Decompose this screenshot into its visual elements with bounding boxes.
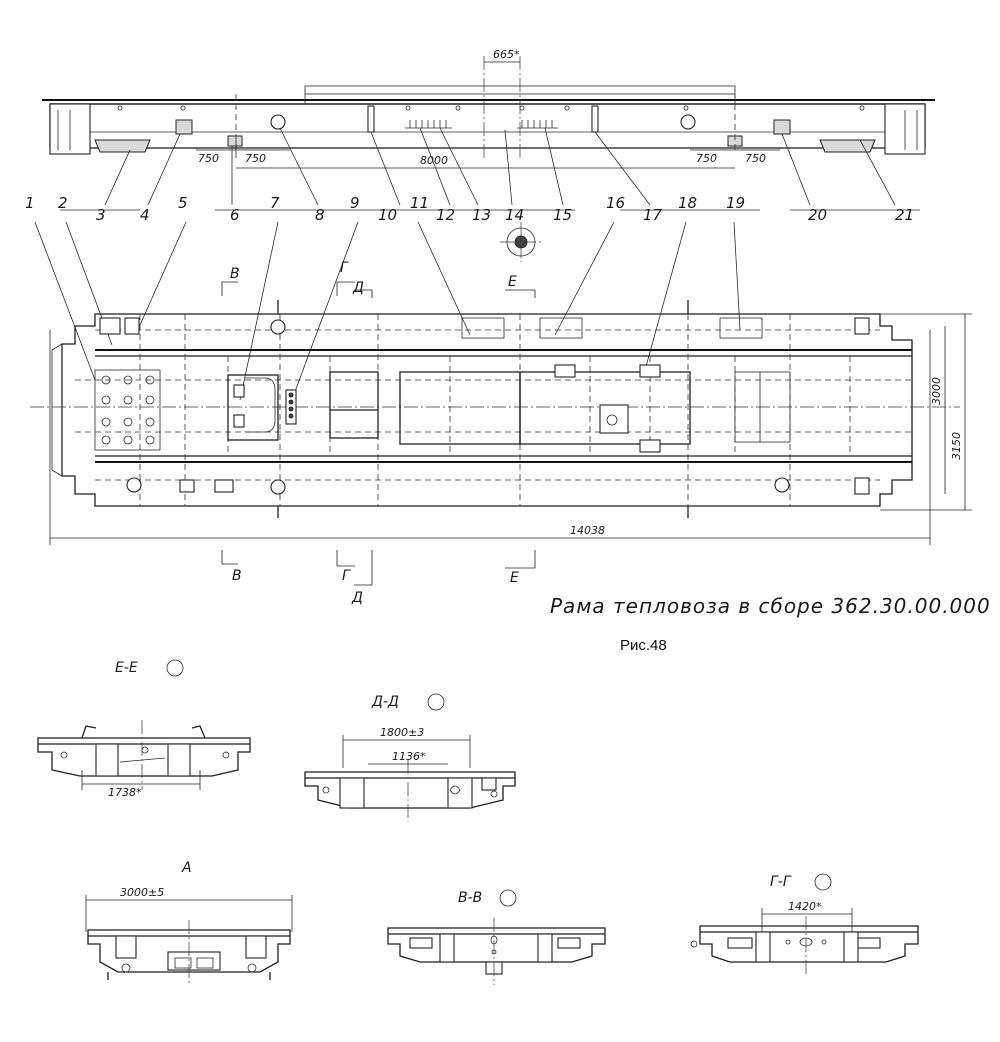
section-view-gg: Г-Г 1420*	[690, 873, 919, 975]
callout-13: 13	[472, 206, 491, 224]
cross-members	[139, 314, 851, 506]
callout-7: 7	[270, 194, 280, 212]
dim-right-750b: 750	[745, 152, 766, 165]
section-mark-g-bottom: Г	[342, 568, 351, 584]
callout-11: 11	[410, 194, 429, 212]
view-a-label: А	[181, 860, 192, 876]
section-gg-label: Г-Г	[770, 874, 792, 890]
center-pin-symbol	[500, 222, 542, 262]
dim-a-3000: 3000±5	[120, 886, 164, 899]
callout-17: 17	[643, 206, 663, 224]
section-view-dd: Д-Д 1800±3 1136*	[304, 693, 516, 822]
callout-1: 1	[25, 194, 35, 212]
callout-12: 12	[436, 206, 455, 224]
callout-2: 2	[58, 194, 68, 212]
side-rib-group-right	[517, 120, 558, 129]
section-view-vv: В-В	[387, 889, 606, 985]
dim-overall-length: 14038	[570, 524, 605, 537]
dim-width-3000: 3000	[930, 377, 943, 405]
section-mark-d-top: Д	[352, 280, 364, 296]
section-vv-label: В-В	[458, 890, 482, 906]
drawing-title: Рама тепловоза в сборе 362.30.00.000	[550, 594, 991, 618]
dim-dd-1800: 1800±3	[380, 726, 424, 739]
callout-18: 18	[678, 194, 697, 212]
section-mark-v-top: В	[230, 266, 240, 282]
section-mark-v-bottom: В	[232, 568, 242, 584]
dim-right-750a: 750	[696, 152, 717, 165]
callout-19: 19	[726, 194, 745, 212]
dim-center-top: 665*	[493, 48, 520, 61]
section-mark-d-bottom: Д	[351, 590, 363, 606]
side-rib-group-left	[405, 120, 452, 129]
callout-15: 15	[553, 206, 572, 224]
callout-10: 10	[378, 206, 397, 224]
plan-view: 14038 3000 3150 В Г Д Е В Г Д Е	[30, 260, 972, 606]
section-mark-e-bottom: Е	[510, 570, 519, 586]
callout-9: 9	[350, 194, 360, 212]
side-elevation-view: 665* 750 750 8000 750 750 3 4 6 8	[42, 48, 935, 224]
left-end-hole-pattern	[94, 369, 161, 451]
dim-gg-1420: 1420*	[788, 900, 822, 913]
section-mark-e-top: Е	[508, 274, 517, 290]
dim-span-8000: 8000	[420, 154, 448, 167]
callout-16: 16	[606, 194, 625, 212]
dim-dd-1136: 1136*	[392, 750, 426, 763]
callout-21: 21	[895, 206, 914, 224]
callout-row-plan: 1 2 5 7 9 11 16 18 19	[25, 194, 745, 406]
view-a: А 3000±5	[85, 860, 293, 985]
callout-20: 20	[808, 206, 827, 224]
dim-left-750a: 750	[198, 152, 219, 165]
section-mark-g-top: Г	[340, 260, 349, 276]
section-dd-label: Д-Д	[371, 694, 399, 710]
dim-ee-1738: 1738*	[108, 786, 142, 799]
callout-6: 6	[230, 206, 240, 224]
dim-width-3150: 3150	[950, 432, 963, 460]
callout-14: 14	[505, 206, 524, 224]
dim-left-750b: 750	[245, 152, 266, 165]
section-view-ee: Е-Е 1738*	[37, 659, 251, 799]
section-ee-label: Е-Е	[115, 660, 138, 676]
callout-4: 4	[140, 206, 150, 224]
callout-8: 8	[315, 206, 325, 224]
figure-label: Рис.48	[620, 637, 667, 654]
callout-5: 5	[178, 194, 188, 212]
callout-3: 3	[96, 206, 106, 224]
